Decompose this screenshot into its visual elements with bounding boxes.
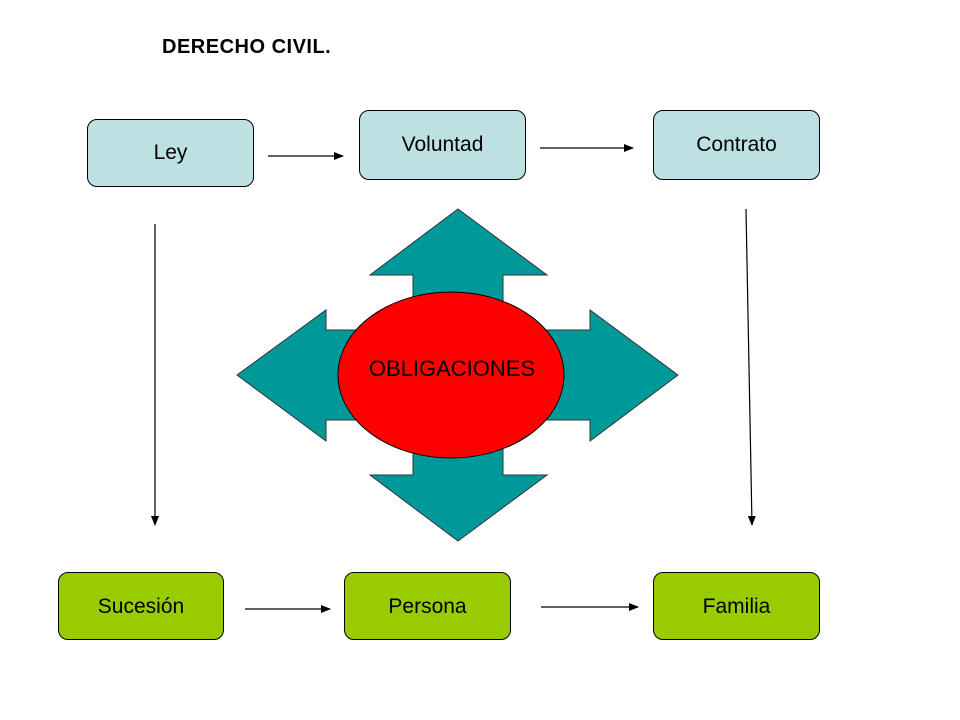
arrow-contrato-familia (745, 208, 756, 526)
diagram-title: DERECHO CIVIL. (162, 36, 332, 58)
node-ley: Ley (87, 119, 254, 187)
obligaciones-ellipse (337, 291, 565, 459)
node-sucesion: Sucesión (58, 572, 224, 640)
node-familia: Familia (653, 572, 820, 640)
node-contrato: Contrato (653, 110, 820, 180)
node-persona: Persona (344, 572, 511, 640)
node-voluntad: Voluntad (359, 110, 526, 180)
obligaciones-label: OBLIGACIONES (368, 356, 536, 381)
